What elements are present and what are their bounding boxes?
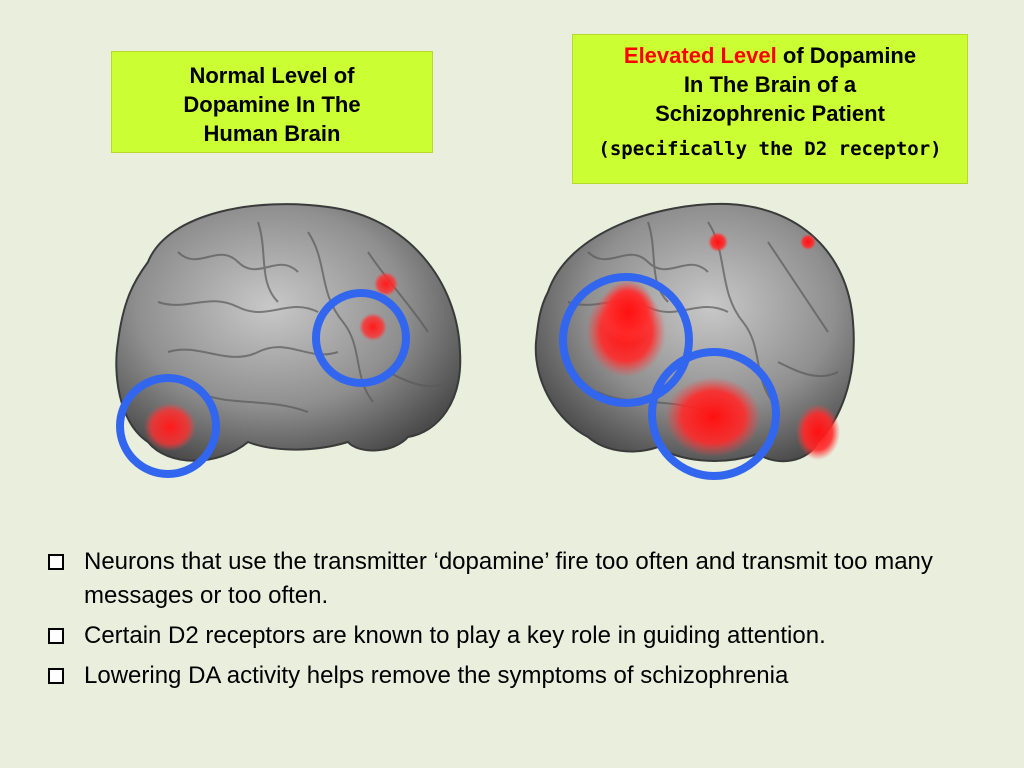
square-bullet-icon xyxy=(48,628,64,644)
square-bullet-icon xyxy=(48,554,64,570)
elevated-line1-rest: of Dopamine xyxy=(776,43,917,68)
square-bullet-icon xyxy=(48,668,64,684)
bullet-item: Certain D2 receptors are known to play a… xyxy=(48,619,998,653)
bullet-text: Certain D2 receptors are known to play a… xyxy=(84,622,826,649)
dopamine-spot xyxy=(800,234,816,250)
elevated-label-line3: Schizophrenic Patient xyxy=(655,101,885,126)
dopamine-spot xyxy=(796,404,840,460)
bullet-item: Neurons that use the transmitter ‘dopami… xyxy=(48,545,998,613)
bullet-item: Lowering DA activity helps remove the sy… xyxy=(48,659,998,693)
normal-label-line1: Normal Level of xyxy=(189,63,355,88)
elevated-label-line2: In The Brain of a xyxy=(683,72,857,97)
normal-label-line2: Dopamine In The xyxy=(183,92,361,117)
dopamine-spot xyxy=(144,403,196,451)
highlight-circle xyxy=(559,273,693,407)
brain-folds xyxy=(157,221,449,413)
normal-label-line3: Human Brain xyxy=(203,121,341,146)
dopamine-spot xyxy=(708,232,728,252)
dopamine-spot xyxy=(374,272,398,296)
dopamine-spot xyxy=(665,377,761,457)
bullet-list: Neurons that use the transmitter ‘dopami… xyxy=(48,545,998,699)
dopamine-spot xyxy=(359,313,387,341)
normal-brain-image xyxy=(108,192,468,492)
elevated-highlight: Elevated Level xyxy=(623,43,777,68)
schizophrenic-brain-image xyxy=(528,192,868,492)
elevated-label-subtitle: (specifically the D2 receptor) xyxy=(598,138,942,160)
highlight-circle xyxy=(648,348,780,480)
elevated-dopamine-label: Elevated Level of Dopamine In The Brain … xyxy=(572,34,968,184)
dopamine-spot xyxy=(600,280,656,344)
highlight-circle xyxy=(312,289,410,387)
bullet-text: Neurons that use the transmitter ‘dopami… xyxy=(84,548,933,609)
highlight-circle xyxy=(116,374,220,478)
bullet-text: Lowering DA activity helps remove the sy… xyxy=(84,662,789,689)
normal-dopamine-label: Normal Level of Dopamine In The Human Br… xyxy=(111,51,433,153)
elevated-label-line1: Elevated Level of Dopamine xyxy=(573,41,967,70)
